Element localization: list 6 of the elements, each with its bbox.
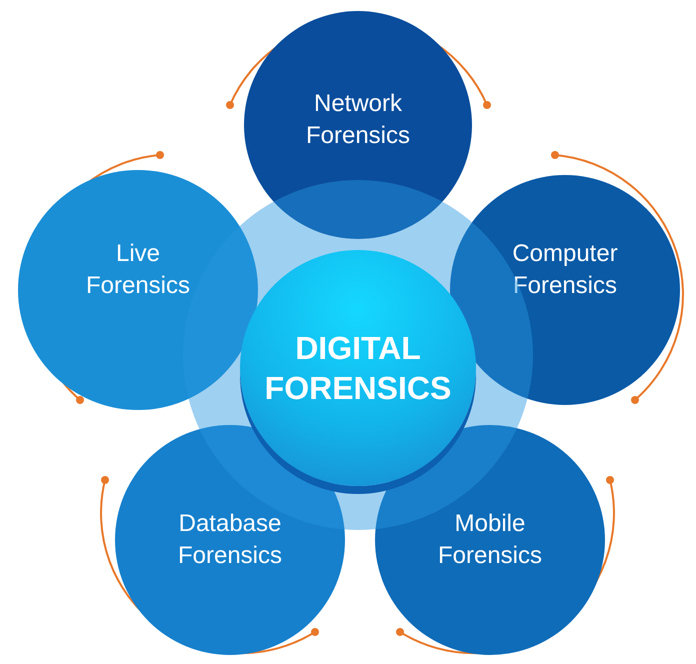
center-label: DIGITAL FORENSICS: [264, 329, 452, 408]
petal-label: Computer Forensics: [511, 239, 619, 301]
petal-label: Network Forensics: [304, 89, 412, 151]
petal-label: Live Forensics: [84, 239, 192, 301]
petal-label: Database Forensics: [176, 509, 284, 571]
petal-label: Mobile Forensics: [436, 509, 544, 571]
